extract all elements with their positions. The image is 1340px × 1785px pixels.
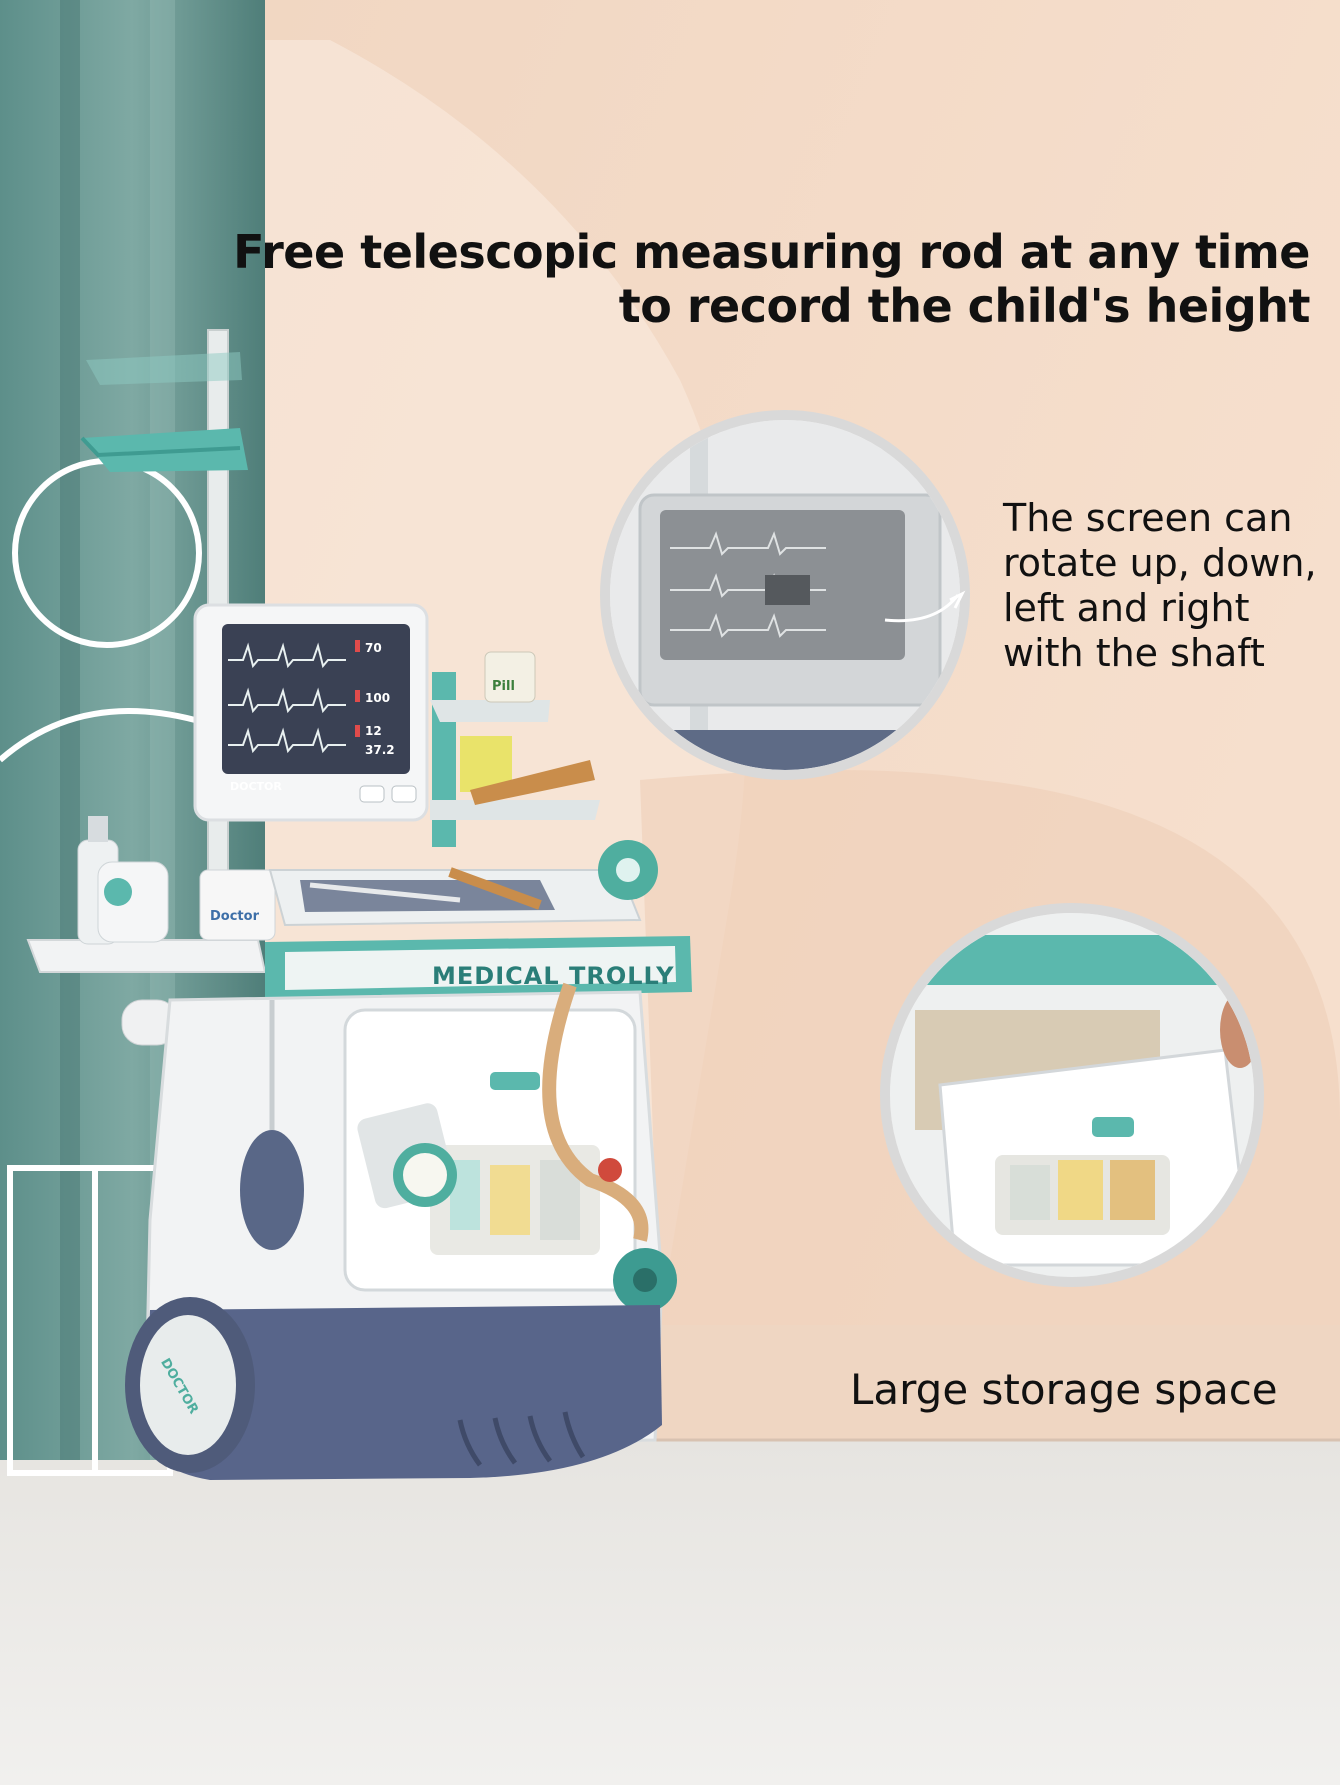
- screen-caption-line-1: The screen can: [1003, 496, 1293, 540]
- storage-caption: Large storage space: [850, 1365, 1278, 1414]
- vital-heart-rate: 70: [365, 641, 382, 655]
- screen-rotation-caption: The screen can rotate up, down, left and…: [1003, 496, 1333, 676]
- vital-resp: 12: [365, 724, 382, 738]
- monitor-brand-label: DOCTOR: [230, 780, 282, 793]
- vital-spo2: 100: [365, 691, 390, 705]
- screen-caption-line-3: left and right: [1003, 586, 1250, 630]
- trolley-name-label: MEDICAL TROLLY: [432, 962, 674, 990]
- pill-bottle-label: Pill: [492, 679, 515, 694]
- trolley-illustration: 70 100 12 37.2 DOCTOR Pill Doctor: [26, 329, 692, 1480]
- headline: Free telescopic measuring rod at any tim…: [210, 225, 1310, 333]
- headline-line-1: Free telescopic measuring rod at any tim…: [233, 225, 1310, 279]
- screen-rotation-detail: [600, 410, 970, 780]
- doctor-sign-label: Doctor: [210, 909, 260, 924]
- vital-temperature: 37.2: [365, 743, 395, 757]
- screen-caption-line-2: rotate up, down,: [1003, 541, 1317, 585]
- headline-line-2: to record the child's height: [618, 279, 1311, 333]
- screen-caption-line-4: with the shaft: [1003, 631, 1265, 675]
